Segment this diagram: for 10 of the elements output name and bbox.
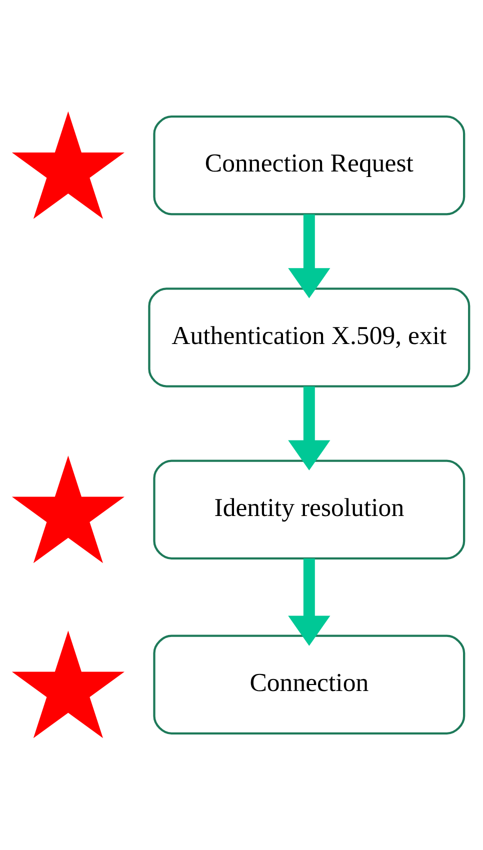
node-box: Authentication X.509, exit	[148, 288, 470, 388]
node-star	[12, 456, 124, 564]
node-box: Identity resolution	[153, 460, 466, 560]
node-star	[12, 111, 124, 219]
node-box: Connection	[153, 634, 466, 734]
arrow	[288, 214, 330, 298]
node-box: Connection Request	[153, 116, 466, 216]
arrow	[288, 386, 330, 470]
node-star	[12, 630, 124, 738]
arrow	[288, 558, 330, 646]
